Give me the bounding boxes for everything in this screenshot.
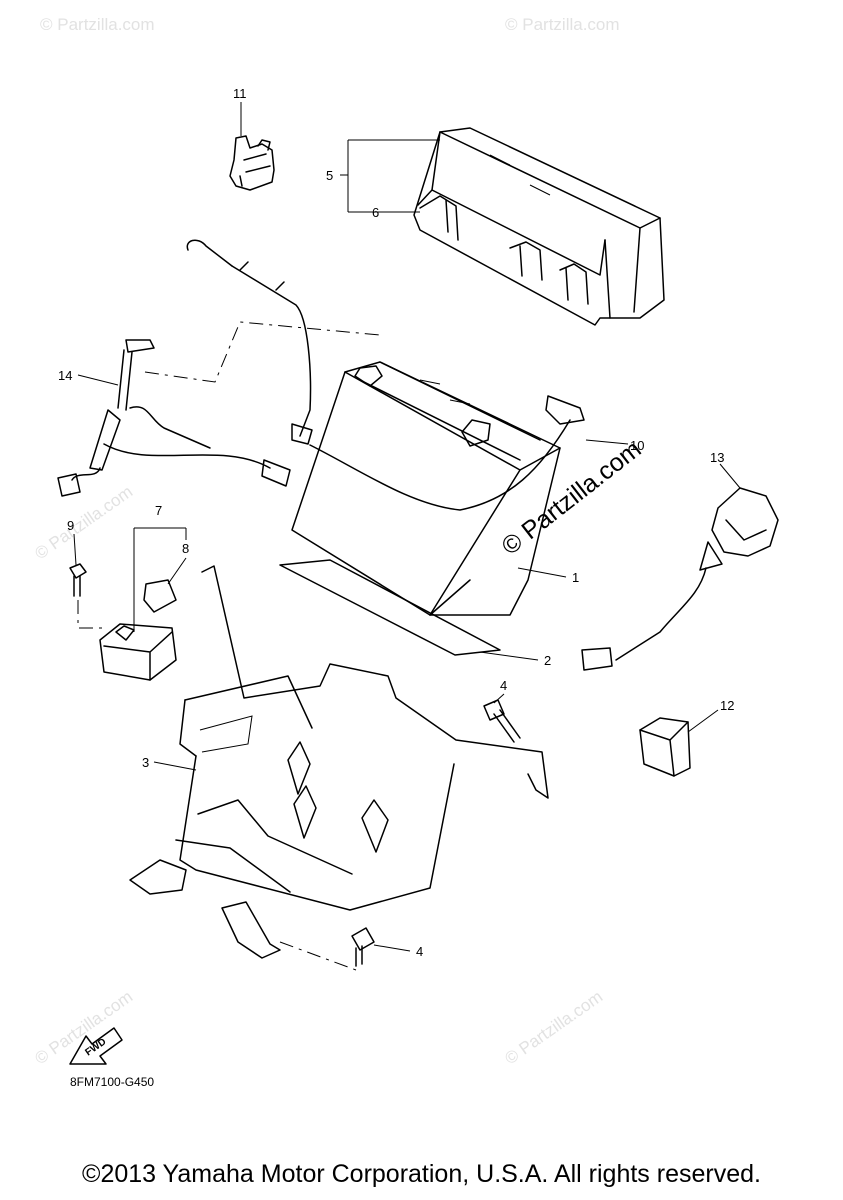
dashed-reference-line (144, 321, 381, 383)
part-7-relay (99, 623, 177, 681)
part-1-battery (291, 361, 561, 616)
part-2-battery-pad (279, 559, 501, 656)
leader-line (77, 374, 119, 386)
part-9-bolt (69, 563, 87, 597)
copyright-footer: ©2013 Yamaha Motor Corporation, U.S.A. A… (82, 1160, 761, 1188)
leader-line (719, 463, 741, 489)
part-8-relay-cover (143, 579, 177, 613)
dashed-reference-line (77, 600, 105, 629)
leader-line (373, 944, 411, 952)
callout-4-lower: 4 (416, 944, 423, 959)
leader-bracket-5-6 (347, 139, 440, 213)
part-5-battery-cover (413, 127, 665, 326)
part-13-socket (581, 487, 779, 671)
callout-6: 6 (372, 205, 379, 220)
leader-line (585, 439, 629, 445)
callout-1: 1 (572, 570, 579, 585)
part-14-wire-harness (57, 339, 291, 497)
watermark-faint: © Partzilla.com (501, 987, 606, 1068)
part-4-bolt-lower (351, 927, 375, 967)
callout-7: 7 (155, 503, 162, 518)
watermark-faint: © Partzilla.com (40, 15, 155, 34)
fwd-label: FWD (83, 1036, 108, 1058)
part-11-clip (229, 135, 275, 191)
callout-13: 13 (710, 450, 724, 465)
callout-9: 9 (67, 518, 74, 533)
callout-10: 10 (630, 438, 644, 453)
part-12-cap (639, 717, 691, 777)
callout-8: 8 (182, 541, 189, 556)
leader-line (687, 709, 719, 733)
callout-3: 3 (142, 755, 149, 770)
callout-14: 14 (58, 368, 72, 383)
leader-line (493, 693, 505, 704)
watermark-faint: © Partzilla.com (31, 987, 136, 1068)
callout-2: 2 (544, 653, 551, 668)
leader-line (517, 567, 567, 578)
leader-line (153, 761, 197, 771)
part-10-battery-cable (186, 239, 585, 511)
watermark-faint: © Partzilla.com (505, 15, 620, 34)
leader-line (479, 651, 539, 661)
watermark-faint: © Partzilla.com (31, 482, 136, 563)
partzilla-watermark: © Partzilla.com (496, 435, 646, 561)
callout-5: 5 (326, 168, 333, 183)
leader-line (73, 533, 77, 566)
diagram-code: 8FM7100-G450 (70, 1075, 154, 1089)
leader-line (167, 557, 187, 585)
part-4-bolt-upper (483, 699, 521, 743)
dashed-reference-line (279, 941, 357, 971)
callout-12: 12 (720, 698, 734, 713)
leader-bracket-7 (133, 527, 187, 632)
part-3-battery-tray (129, 565, 549, 959)
callout-4-upper: 4 (500, 678, 507, 693)
callout-11: 11 (233, 86, 247, 101)
